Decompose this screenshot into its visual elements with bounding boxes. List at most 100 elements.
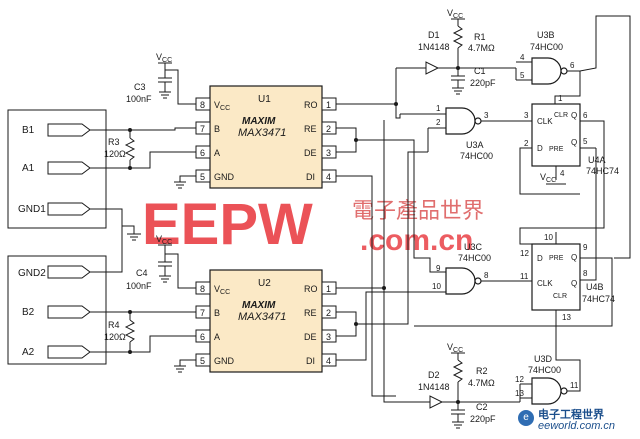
r3-label: R3 — [108, 137, 120, 147]
svg-text:8: 8 — [200, 284, 205, 294]
svg-text:CLR: CLR — [553, 293, 567, 300]
u2-logo: MAXIM — [242, 300, 276, 311]
svg-text:A2: A2 — [22, 347, 35, 358]
d1-label: D1 — [428, 30, 440, 40]
svg-text:9: 9 — [436, 264, 441, 273]
vcc-c4: VCC C4 100nF — [126, 234, 196, 291]
gate-u3d: 12 13 11 U3D 74HC00 — [515, 310, 581, 405]
connector-gnd2: GND2 — [18, 226, 123, 279]
svg-text:5: 5 — [200, 356, 205, 366]
u2-ref: U2 — [258, 278, 271, 289]
svg-text:7: 7 — [200, 124, 205, 134]
svg-text:PRE: PRE — [549, 255, 564, 262]
r4-label: R4 — [108, 320, 120, 330]
svg-text:VCC: VCC — [214, 100, 230, 112]
watermark-brand: EEPW — [142, 192, 313, 257]
connector-block-top: B1 A1 GND1 — [7, 109, 130, 229]
svg-text:GND1: GND1 — [18, 204, 46, 215]
svg-text:DI: DI — [306, 172, 315, 182]
c1-label: C1 — [474, 66, 486, 76]
eeworld-footer-logo: e 电子工程世界 eeworld.com.cn — [516, 405, 634, 435]
flipflop-u4b: D CLK PRE CLR Q Q 12 11 10 13 9 8 U4B 74… — [414, 15, 631, 327]
d2-value: 1N4148 — [418, 382, 450, 392]
eeworld-logo-icon: e — [518, 410, 534, 426]
svg-text:2: 2 — [326, 124, 331, 134]
svg-text:D: D — [537, 254, 543, 263]
r1-label: R1 — [474, 32, 486, 42]
svg-text:Q: Q — [571, 279, 577, 288]
svg-text:PRE: PRE — [549, 146, 564, 153]
u1-ref: U1 — [258, 94, 271, 105]
chip-u1: U1 MAXIM MAX3471 8 VCC 7 B 6 A 5 GND 1 R… — [195, 85, 337, 189]
connector-a1: A1 — [22, 161, 130, 175]
svg-text:4: 4 — [520, 53, 525, 62]
u3b-part: 74HC00 — [530, 42, 563, 52]
svg-text:VCC: VCC — [447, 8, 463, 20]
svg-text:10: 10 — [544, 233, 553, 242]
svg-text:1: 1 — [436, 104, 441, 113]
svg-text:CLK: CLK — [537, 279, 553, 288]
svg-text:CLK: CLK — [537, 117, 553, 126]
svg-text:13: 13 — [562, 313, 571, 322]
chip-u2: U2 MAXIM MAX3471 8 VCC 7 B 6 A 5 GND 1 R… — [195, 269, 337, 373]
svg-text:5: 5 — [520, 71, 525, 80]
u4b-part: 74HC74 — [582, 294, 615, 304]
svg-text:5: 5 — [583, 137, 588, 146]
footer-cn: 电子工程世界 — [538, 409, 604, 421]
svg-text:B: B — [214, 308, 220, 318]
svg-text:4: 4 — [326, 172, 331, 182]
r4-resistor: R4 120Ω — [104, 310, 196, 354]
connector-block-bottom: GND2 B2 A2 — [7, 226, 130, 365]
svg-text:7: 7 — [200, 308, 205, 318]
svg-text:6: 6 — [200, 332, 205, 342]
gnd-u2 — [174, 359, 196, 373]
svg-text:2: 2 — [524, 139, 529, 148]
svg-text:8: 8 — [484, 271, 489, 280]
svg-text:8: 8 — [200, 100, 205, 110]
u1-part: MAX3471 — [238, 127, 286, 139]
svg-text:6: 6 — [570, 61, 575, 70]
connector-a2: A2 — [22, 345, 130, 359]
svg-text:VCC: VCC — [156, 52, 172, 64]
svg-text:4: 4 — [326, 356, 331, 366]
svg-text:VCC: VCC — [540, 172, 556, 184]
svg-text:2: 2 — [436, 118, 441, 127]
u3b-ref: U3B — [537, 30, 555, 40]
d2-label: D2 — [428, 370, 440, 380]
svg-text:10: 10 — [432, 282, 441, 291]
svg-text:8: 8 — [583, 269, 588, 278]
svg-text:1: 1 — [326, 284, 331, 294]
svg-text:3: 3 — [326, 332, 331, 342]
svg-text:VCC: VCC — [156, 234, 172, 246]
u4a-part: 74HC74 — [586, 166, 619, 176]
svg-text:11: 11 — [570, 381, 579, 390]
svg-text:1: 1 — [326, 100, 331, 110]
svg-text:3: 3 — [484, 111, 489, 120]
u4b-ref: U4B — [586, 282, 604, 292]
flipflop-u4a: CLK D PRE CLR Q Q 3 2 4 1 6 5 U4A 74HC74… — [519, 94, 619, 245]
svg-text:11: 11 — [520, 272, 529, 281]
svg-text:Q: Q — [571, 138, 577, 147]
r3-resistor: R3 120Ω — [104, 127, 196, 170]
svg-text:B1: B1 — [22, 125, 35, 136]
svg-text:3: 3 — [326, 148, 331, 158]
u3d-part: 74HC00 — [528, 365, 561, 375]
c4-value: 100nF — [126, 281, 152, 291]
c1-value: 220pF — [470, 78, 496, 88]
svg-text:12: 12 — [515, 375, 524, 384]
svg-text:A: A — [214, 332, 220, 342]
watermark-cn: 電子產品世界 — [352, 198, 484, 223]
svg-text:VCC: VCC — [447, 342, 463, 354]
r1-value: 4.7MΩ — [468, 43, 495, 53]
vcc-c3: VCC C3 100nF — [126, 52, 196, 105]
svg-text:VCC: VCC — [214, 284, 230, 296]
c2-label: C2 — [476, 402, 488, 412]
svg-text:12: 12 — [520, 249, 529, 258]
svg-text:2: 2 — [326, 308, 331, 318]
connector-b1: B1 — [22, 123, 130, 137]
c4-label: C4 — [136, 268, 148, 278]
u3a-ref: U3A — [466, 140, 484, 150]
svg-text:Q: Q — [571, 253, 577, 262]
gnd-u1 — [174, 175, 196, 189]
